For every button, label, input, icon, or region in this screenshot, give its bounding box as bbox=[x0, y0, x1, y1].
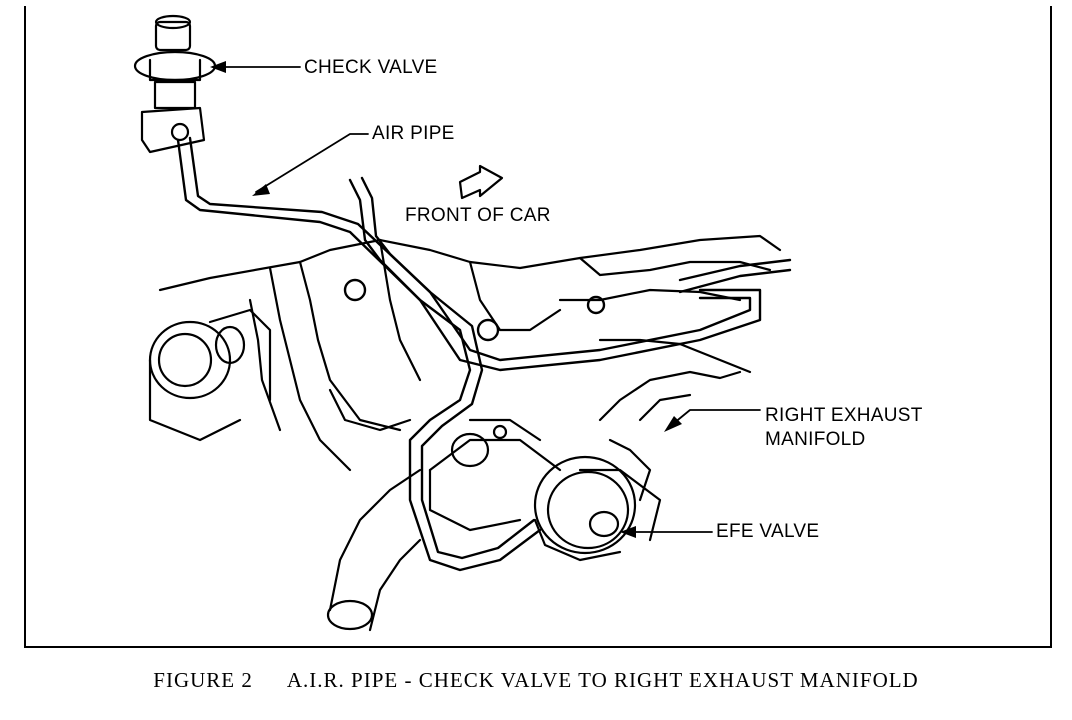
efe-valve-part bbox=[533, 455, 637, 562]
label-air-pipe: AIR PIPE bbox=[372, 123, 455, 144]
tube-right bbox=[343, 176, 792, 372]
label-right-exhaust-line1: RIGHT EXHAUST bbox=[765, 405, 923, 426]
arrowheads bbox=[210, 61, 682, 538]
leader-lines bbox=[213, 66, 761, 533]
figure-caption: FIGURE 2 A.I.R. PIPE - CHECK VALVE TO RIG… bbox=[0, 668, 1072, 693]
air-pipe-part bbox=[176, 136, 542, 572]
engine-diagram bbox=[133, 14, 792, 632]
check-valve-part bbox=[133, 14, 217, 154]
caption-title: A.I.R. PIPE - CHECK VALVE TO RIGHT EXHAU… bbox=[286, 668, 919, 692]
figure-frame bbox=[24, 6, 1052, 648]
pulley bbox=[148, 308, 272, 442]
label-front-of-car: FRONT OF CAR bbox=[405, 205, 551, 226]
exhaust-pipe bbox=[326, 468, 422, 632]
caption-figure-number: FIGURE 2 bbox=[153, 668, 253, 692]
label-right-exhaust-line2: MANIFOLD bbox=[765, 429, 866, 450]
label-check-valve: CHECK VALVE bbox=[304, 57, 438, 78]
front-arrow-icon bbox=[458, 164, 504, 200]
label-efe-valve: EFE VALVE bbox=[716, 521, 820, 542]
right-exhaust-manifold bbox=[578, 370, 742, 542]
motor-body bbox=[428, 418, 562, 532]
